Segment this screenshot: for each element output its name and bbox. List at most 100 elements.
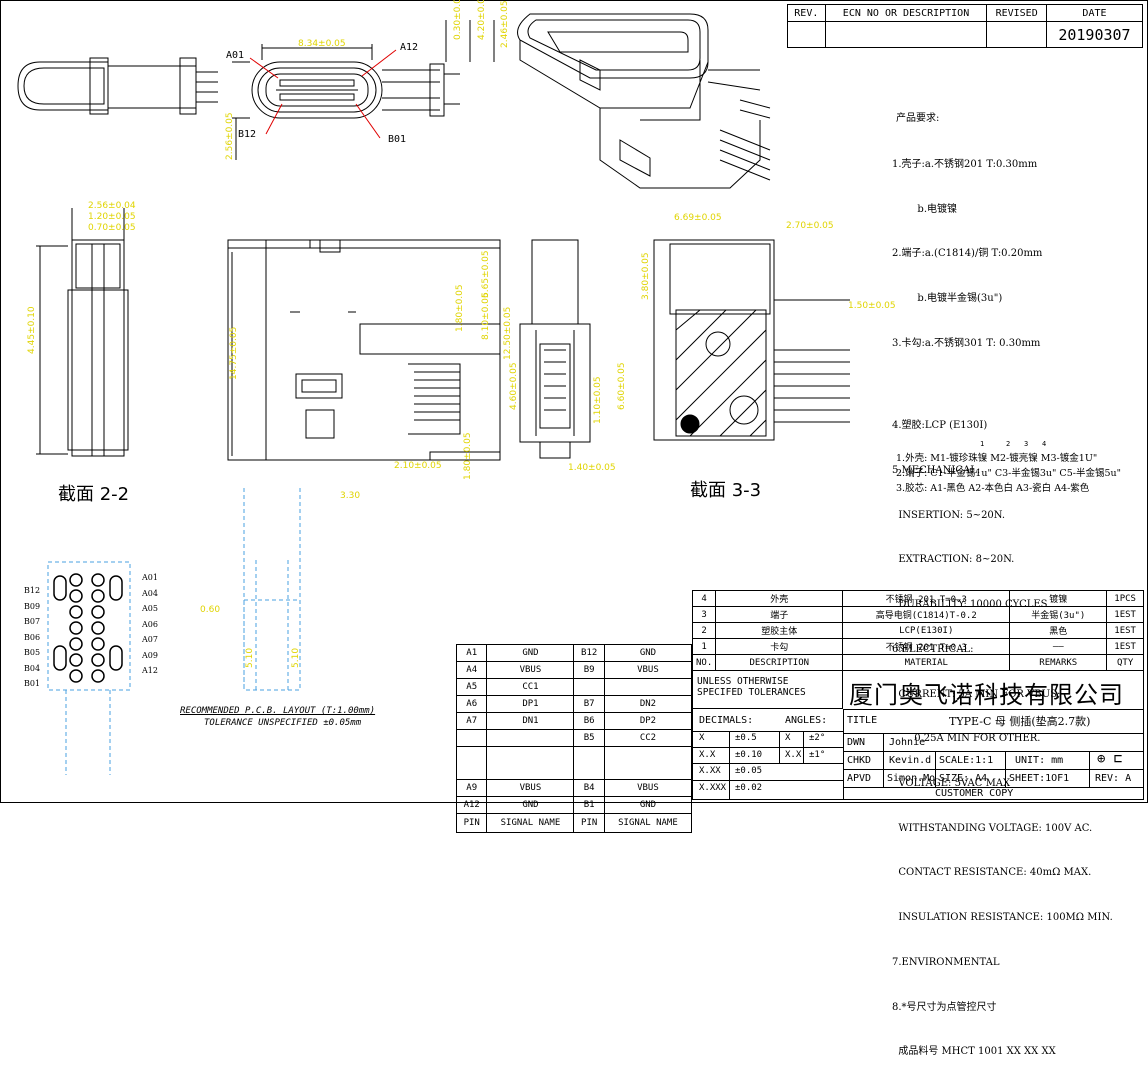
decimals-label: DECIMALS: xyxy=(699,715,754,726)
unless-text: UNLESS OTHERWISE xyxy=(697,676,789,687)
svg-text:2.46±0.05: 2.46±0.05 xyxy=(500,0,510,48)
pin-cell: A5 xyxy=(455,678,488,696)
spec-line: 5.MECHANICAL: xyxy=(892,464,981,476)
table-row: 2 塑胶主体 LCP(E130I) 黑色 1EST xyxy=(691,622,1144,639)
tol-cell: X.XXX xyxy=(699,782,727,793)
signal-cell: CC2 xyxy=(603,729,693,747)
divider xyxy=(779,731,780,763)
svg-text:6.60±0.05: 6.60±0.05 xyxy=(617,362,627,410)
svg-text:5.10: 5.10 xyxy=(245,648,255,668)
pcb-pin-label: A09 xyxy=(142,650,158,660)
table-row: A1 GND B12 GND xyxy=(455,644,693,662)
bom-qty: 1PCS xyxy=(1106,590,1144,607)
spec-line: INSULATION RESISTANCE: 100MΩ MIN. xyxy=(892,912,1113,924)
label-a12: A12 xyxy=(400,42,419,53)
table-row: A9 VBUS B4 VBUS xyxy=(455,779,693,797)
customer-copy: CUSTOMER COPY xyxy=(935,788,1014,799)
pin-cell: B1 xyxy=(573,796,605,814)
angles-label: ANGLES: xyxy=(785,715,828,726)
signal-cell: GND xyxy=(486,644,575,662)
column-header: SIGNAL NAME xyxy=(486,813,575,833)
spec-line: CURRENT: 5A MIN FOR VBUS; xyxy=(892,688,1061,700)
signal-cell xyxy=(486,729,575,747)
tol-cell: X.X xyxy=(699,749,716,760)
tolerance-row: X.XX ±0.05 xyxy=(693,764,843,781)
option-line: 2.端子: C1-半金锡1u" C3-半金锡3u" C5-半金锡5u" xyxy=(896,467,1121,479)
signal-cell: DN2 xyxy=(603,695,693,713)
pcb-pin-label: B06 xyxy=(24,632,41,642)
pin-leaders xyxy=(249,49,397,139)
drawing-canvas: 8.34±0.05 0.30±0.05 4.20±0.05 2.46±0.05 … xyxy=(0,0,1148,803)
pcb-left-labels: B12 B09 B07 B06 B05 B04 B01 xyxy=(24,583,40,692)
date-value: 20190307 xyxy=(1045,21,1144,48)
table-row: A5 CC1 xyxy=(455,678,693,696)
table-row xyxy=(455,746,693,780)
bom-material: 不锈钢 201 T=0.3 xyxy=(842,590,1011,607)
svg-text:12.50±0.05: 12.50±0.05 xyxy=(503,307,513,360)
svg-text:3.80±0.05: 3.80±0.05 xyxy=(641,252,651,300)
tolerance-note: UNLESS OTHERWISE SPECIFED TOLERANCES xyxy=(693,671,843,709)
signal-cell: VBUS xyxy=(486,661,575,679)
pn-index: 3 xyxy=(1024,440,1029,448)
bom-desc: 卡勾 xyxy=(715,638,844,655)
signal-cell: GND xyxy=(486,796,575,814)
pcb-pin-label: A01 xyxy=(142,573,158,582)
pin-cell xyxy=(455,746,488,780)
bom-remarks: —— xyxy=(1009,638,1108,655)
pcb-pin-label: B09 xyxy=(24,601,41,611)
svg-text:5.10: 5.10 xyxy=(291,648,301,668)
table-row: 3 端子 高导电铜(C1814)T-0.2 半金锡(3u") 1EST xyxy=(691,606,1144,623)
bom-remarks: 黑色 xyxy=(1009,622,1108,639)
tol-cell: ±0.05 xyxy=(735,766,763,776)
spec-line: EXTRACTION: 8~20N. xyxy=(892,554,1015,566)
tol-cell: ±2° xyxy=(809,733,826,743)
signal-cell: GND xyxy=(603,796,693,814)
signal-cell xyxy=(603,746,693,780)
column-header: NO. xyxy=(691,654,717,671)
date-header: DATE xyxy=(1045,4,1144,22)
section-3-3-view xyxy=(653,239,850,441)
svg-text:1.20±0.05: 1.20±0.05 xyxy=(88,212,136,222)
apvd-label: APVD xyxy=(847,773,872,784)
pin-cell xyxy=(573,678,605,696)
section-3-3-title: 截面 3-3 xyxy=(690,480,762,501)
tol-cell: X xyxy=(785,733,791,743)
column-header: REMARKS xyxy=(1009,654,1108,671)
column-header: SIGNAL NAME xyxy=(603,813,693,833)
spec-line: 0.25A MIN FOR OTHER. xyxy=(892,733,1041,745)
svg-text:0.30±0.05: 0.30±0.05 xyxy=(453,0,463,40)
svg-text:1.50±0.05: 1.50±0.05 xyxy=(848,301,896,311)
table-row: 1 卡勾 不锈钢 201 T=0.3 —— 1EST xyxy=(691,638,1144,655)
checked-by: Kevin.d xyxy=(889,755,932,766)
title-block: UNLESS OTHERWISE SPECIFED TOLERANCES 厦门奥… xyxy=(692,670,1144,800)
svg-text:14.75±0.05: 14.75±0.05 xyxy=(229,327,239,380)
revised-header: REVISED xyxy=(986,4,1047,22)
signal-cell: CC1 xyxy=(486,678,575,696)
pcb-pin-label: B07 xyxy=(24,617,41,626)
drawn-by: Johnie xyxy=(889,737,926,748)
pcb-layout-title: RECOMMENDED P.C.B. LAYOUT (T:1.00mm) xyxy=(180,706,376,716)
rev-header: REV. xyxy=(787,4,826,22)
spec-line: VOLTAGE: 5VAC MAX xyxy=(892,777,1011,789)
table-header-row: NO. DESCRIPTION MATERIAL REMARKS QTY xyxy=(691,654,1144,671)
projection-icon: ⊕ ⊏ xyxy=(1097,751,1123,767)
pin-cell: A12 xyxy=(455,796,488,814)
dwn-label: DWN xyxy=(847,737,866,748)
svg-text:2.56±0.05: 2.56±0.05 xyxy=(225,112,235,160)
pcb-pads xyxy=(53,573,123,683)
top-view xyxy=(17,20,495,160)
signal-cell: GND xyxy=(603,644,693,662)
divider xyxy=(803,731,804,763)
tol-cell: ±1° xyxy=(809,749,826,760)
bom-remarks: 半金锡(3u") xyxy=(1009,606,1108,623)
pin-cell: A9 xyxy=(455,779,488,797)
spec-line: 2.端子:a.(C1814)/铜 T:0.20mm xyxy=(892,248,1043,260)
pcb-outline xyxy=(47,488,301,775)
svg-text:6.69±0.05: 6.69±0.05 xyxy=(674,213,722,223)
pin-cell: A4 xyxy=(455,661,488,679)
bom-no: 2 xyxy=(691,622,717,639)
bom-desc: 塑胶主体 xyxy=(715,622,844,639)
pin-cell: A7 xyxy=(455,712,488,730)
pin-cell: B7 xyxy=(573,695,605,713)
divider xyxy=(1089,751,1090,787)
